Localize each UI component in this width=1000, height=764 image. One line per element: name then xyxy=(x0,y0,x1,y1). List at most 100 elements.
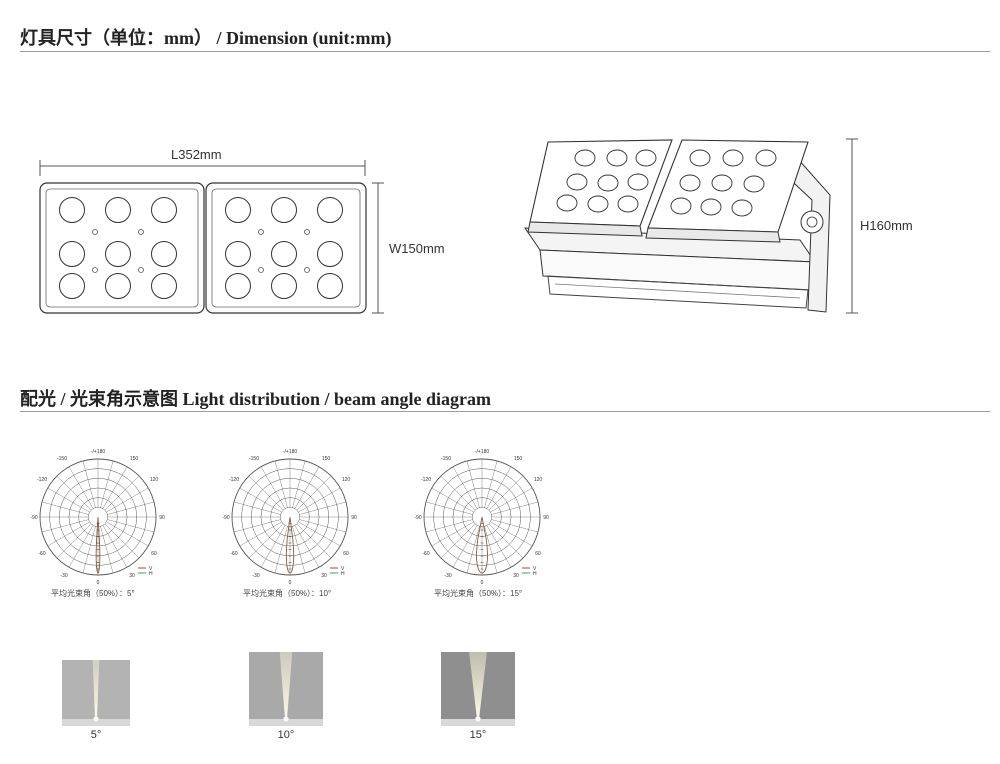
legend-h-label: H xyxy=(533,571,537,577)
polar-spoke xyxy=(102,466,128,509)
polar-tick-label: 150 xyxy=(322,456,331,462)
polar-spoke xyxy=(41,501,89,515)
polar-spoke xyxy=(41,519,89,533)
lens-left-6 xyxy=(59,273,85,299)
persp-lens-6 xyxy=(556,194,578,212)
legend-v-label: V xyxy=(533,566,537,572)
persp-lens-12 xyxy=(679,174,701,192)
polar-spoke xyxy=(440,475,476,511)
lens-right-7 xyxy=(271,273,297,299)
polar-spoke xyxy=(104,475,140,511)
beam-image-10deg xyxy=(249,652,323,726)
polar-spoke xyxy=(102,525,128,568)
polar-spoke xyxy=(82,526,96,574)
persp-lens-5 xyxy=(627,173,649,191)
beam-floor xyxy=(62,719,130,726)
polar-tick-label: -150 xyxy=(441,456,451,462)
polar-spoke xyxy=(68,466,94,509)
lens-right-2 xyxy=(317,197,343,223)
polar-tick-label: 0 xyxy=(97,580,100,586)
lens-left-4 xyxy=(105,241,131,267)
screw-6 xyxy=(258,267,264,273)
polar-tick-label: 60 xyxy=(535,551,541,557)
polar-tick-label: -150 xyxy=(249,456,259,462)
persp-lens-7 xyxy=(587,195,609,213)
lens-right-0 xyxy=(225,197,251,223)
polar-spoke xyxy=(233,501,281,515)
length-dimension-label: L352mm xyxy=(171,147,222,162)
polar-spoke xyxy=(440,523,476,559)
h-curve xyxy=(476,516,488,574)
polar-tick-label: -60 xyxy=(230,551,237,557)
polar-tick-label: 90 xyxy=(159,515,165,521)
polar-spoke xyxy=(491,501,539,515)
polar-spoke xyxy=(239,487,282,513)
legend-h-label: H xyxy=(149,571,153,577)
polar-spoke xyxy=(298,487,341,513)
polar-spoke xyxy=(248,523,284,559)
lens-right-3 xyxy=(225,241,251,267)
lens-right-5 xyxy=(317,241,343,267)
light-distribution-section-divider xyxy=(20,411,990,412)
polar-spoke xyxy=(491,519,539,533)
beam-label-10deg: 10° xyxy=(277,729,295,741)
persp-lens-10 xyxy=(722,149,744,167)
polar-spoke xyxy=(294,466,320,509)
polar-tick-label: -120 xyxy=(37,477,47,483)
light-source xyxy=(93,716,99,722)
polar-spoke xyxy=(292,526,306,574)
legend-v-label: V xyxy=(149,566,153,572)
polar-spoke xyxy=(100,460,114,508)
polar-spoke xyxy=(56,475,92,511)
polar-tick-label: -/+180 xyxy=(283,449,298,455)
polar-tick-label: 30 xyxy=(513,573,519,579)
polar-spoke xyxy=(488,523,524,559)
polar-tick-label: 30 xyxy=(129,573,135,579)
polar-tick-label: 0 xyxy=(289,580,292,586)
polar-tick-label: 120 xyxy=(342,477,351,483)
dimension-section-title: 灯具尺寸（单位：mm） / Dimension (unit:mm) xyxy=(20,28,392,48)
polar-spoke xyxy=(239,521,282,547)
screw-2 xyxy=(92,267,98,273)
polar-tick-label: -/+180 xyxy=(91,449,106,455)
polar-tick-label: 150 xyxy=(130,456,139,462)
polar-spoke xyxy=(452,525,478,568)
v-curve xyxy=(285,516,295,574)
polar-spoke xyxy=(274,526,288,574)
polar-spoke xyxy=(431,521,474,547)
front-view-drawing xyxy=(39,160,384,314)
polar-tick-label: 0 xyxy=(481,580,484,586)
polar-spoke xyxy=(298,521,341,547)
screw-0 xyxy=(92,229,98,235)
polar-ring xyxy=(88,507,108,527)
polar-tick-label: -120 xyxy=(421,477,431,483)
polar-spoke xyxy=(425,501,473,515)
polar-spoke xyxy=(490,487,533,513)
polar-tick-label: -30 xyxy=(60,573,67,579)
lens-right-1 xyxy=(271,197,297,223)
polar-tick-label: -60 xyxy=(38,551,45,557)
polar-spoke xyxy=(47,487,90,513)
persp-lens-17 xyxy=(731,199,753,217)
polar-spoke xyxy=(466,526,480,574)
screw-1 xyxy=(138,229,144,235)
persp-lens-0 xyxy=(574,149,596,167)
polar-spoke xyxy=(425,519,473,533)
persp-lens-9 xyxy=(689,149,711,167)
polar-tick-label: -90 xyxy=(222,515,229,521)
polar-spoke xyxy=(107,519,155,533)
lens-left-1 xyxy=(105,197,131,223)
polar-spoke xyxy=(484,526,498,574)
polar-tick-label: -120 xyxy=(229,477,239,483)
lens-left-2 xyxy=(151,197,177,223)
polar-spoke xyxy=(248,475,284,511)
persp-lens-15 xyxy=(670,197,692,215)
polar-spoke xyxy=(486,525,512,568)
polar-caption-10deg: 平均光束角（50%）：10° xyxy=(243,589,332,598)
beam-floor xyxy=(441,719,515,726)
polar-spoke xyxy=(104,523,140,559)
polar-spoke xyxy=(107,501,155,515)
polar-spoke xyxy=(274,460,288,508)
